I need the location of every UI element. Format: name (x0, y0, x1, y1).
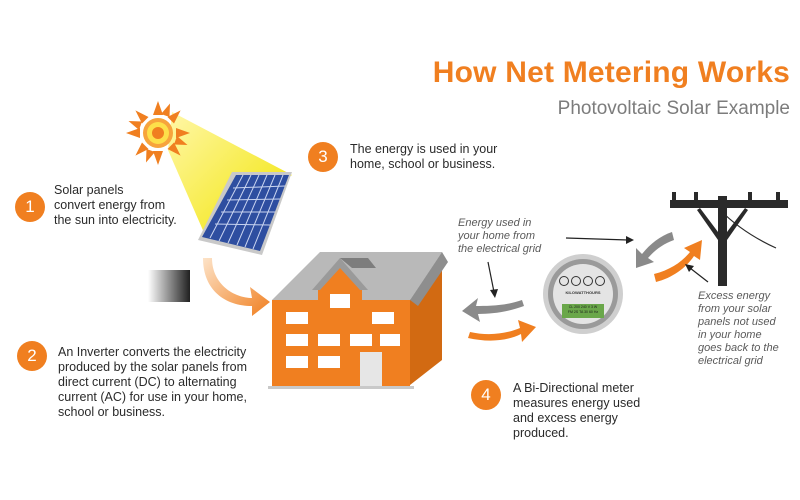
step-4-badge: 4 (471, 380, 501, 410)
electric-meter-icon (543, 254, 623, 334)
meter-to-house-arrow (462, 298, 524, 322)
meter-to-grid-arrow (654, 240, 702, 282)
step-2-badge: 2 (17, 341, 47, 371)
sunlight-beam (168, 112, 292, 235)
note-pointer-head (490, 289, 498, 298)
panel-to-house-arrow (203, 258, 270, 316)
step-3-text: The energy is used in your home, school … (350, 142, 498, 171)
meter-readout: CL 200 240 V 3 W FM 2S TA 30 60 Hz (567, 305, 599, 314)
house-to-meter-arrow (468, 320, 536, 342)
step-1-badge: 1 (15, 192, 45, 222)
step-1-text: Solar panels convert energy from the sun… (54, 183, 177, 227)
grid-pointer-head (626, 236, 634, 244)
excess-pointer-line (689, 267, 709, 283)
inverter-box (148, 270, 190, 302)
grid-pointer-line (565, 237, 629, 241)
home-to-grid-note: Excess energy from your solar panels not… (698, 290, 779, 367)
step-3-badge: 3 (308, 142, 338, 172)
page-title: How Net Metering Works (432, 56, 790, 89)
house-icon (268, 252, 448, 389)
step-2-text: An Inverter converts the electricity pro… (58, 345, 247, 419)
meter-label: KILOWATTHOURS (565, 290, 601, 295)
sun-icon (126, 101, 190, 165)
step-4-text: A Bi-Directional meter measures energy u… (513, 381, 641, 440)
utility-pole-icon (670, 192, 788, 286)
note-pointer-line (487, 261, 495, 293)
power-line (719, 209, 777, 249)
solar-panel-icon (198, 172, 292, 255)
grid-to-home-note: Energy used in your home from the electr… (458, 217, 542, 255)
grid-to-meter-arrow (636, 232, 674, 268)
excess-pointer-head (685, 264, 694, 272)
page-subtitle: Photovoltaic Solar Example (557, 98, 790, 119)
